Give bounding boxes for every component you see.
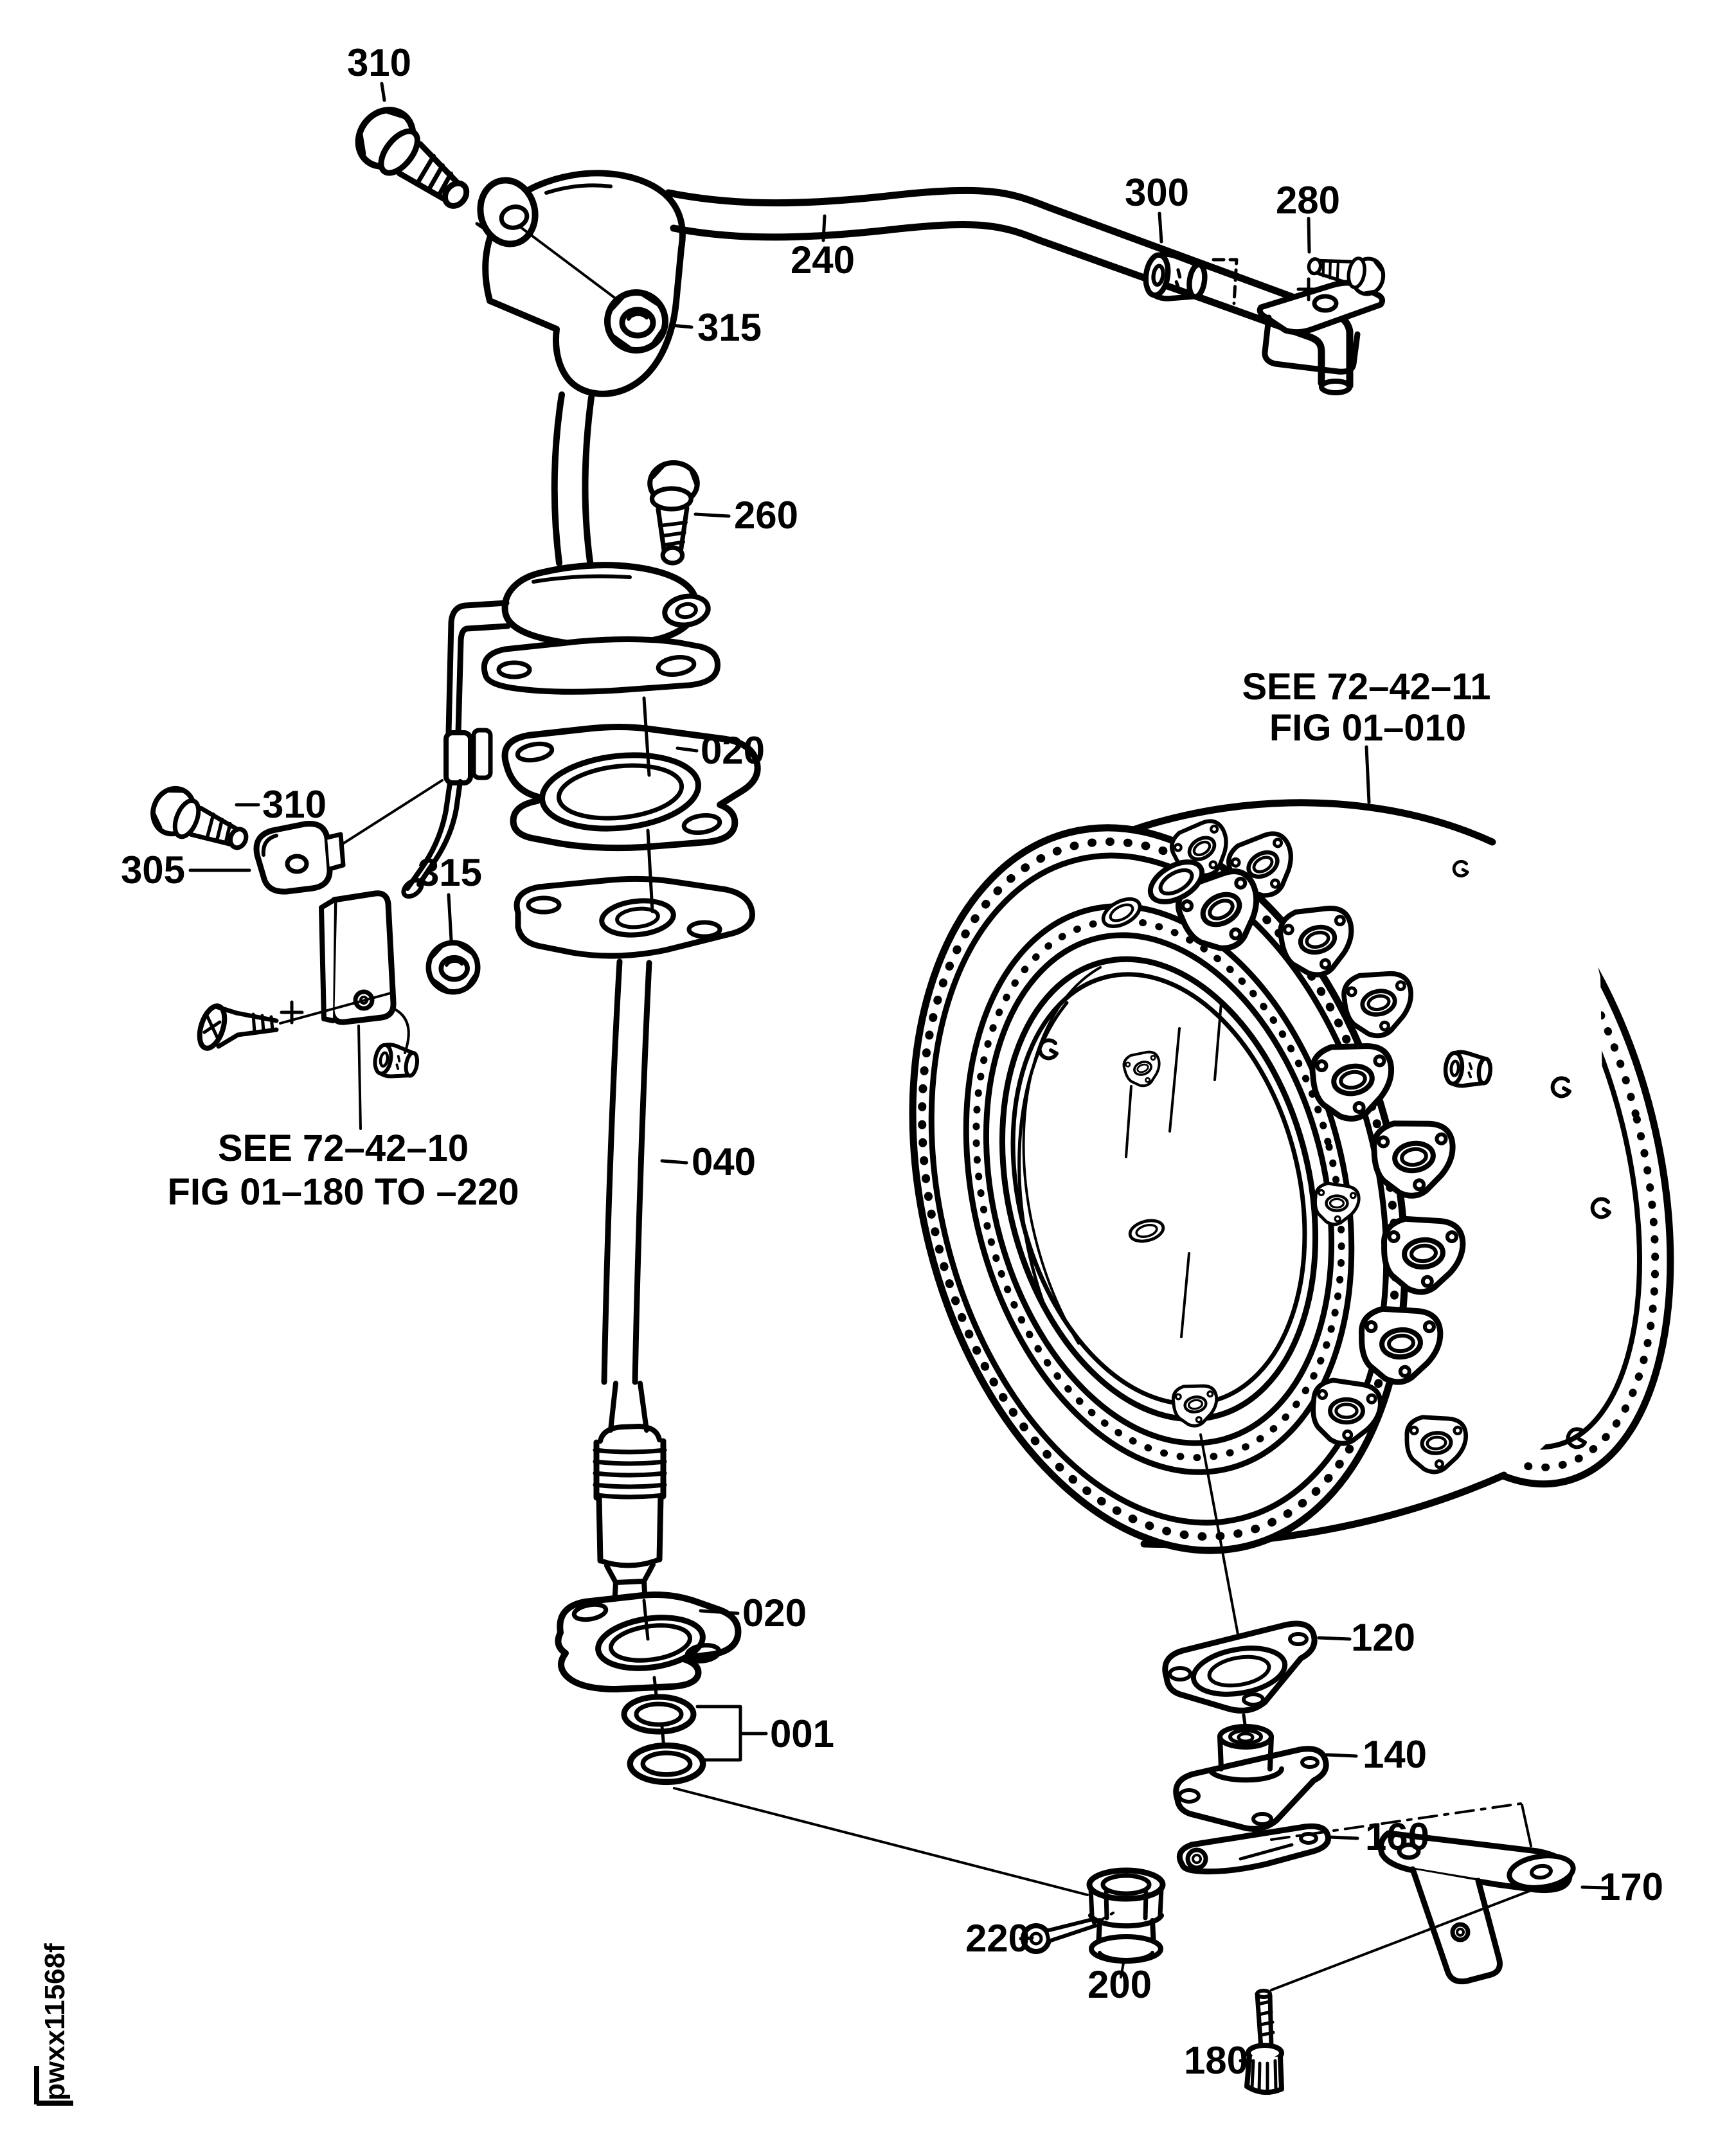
callout-160: 160 xyxy=(1365,1815,1429,1858)
callout-020-upper: 020 xyxy=(701,729,765,772)
drain-port-parts-chain xyxy=(1021,1433,1576,2095)
callout-140: 140 xyxy=(1363,1733,1427,1776)
callout-001: 001 xyxy=(770,1712,834,1755)
see-ref-right-line2: FIG 01–010 xyxy=(1269,707,1466,749)
combustion-case-drum xyxy=(909,799,1674,1554)
callout-315-top: 315 xyxy=(697,306,762,349)
callout-305: 305 xyxy=(121,848,185,892)
callout-040: 040 xyxy=(692,1140,756,1183)
see-ref-right-line1: SEE 72–42–11 xyxy=(1242,666,1490,708)
drain-valve-flange-stack xyxy=(401,562,761,959)
callout-120: 120 xyxy=(1351,1616,1415,1659)
callout-260: 260 xyxy=(734,494,798,537)
callout-180: 180 xyxy=(1184,2039,1248,2082)
corner-mark xyxy=(34,2066,73,2106)
lower-flange-and-washers xyxy=(555,1592,1089,1896)
callout-300: 300 xyxy=(1125,171,1189,214)
callout-310-left: 310 xyxy=(262,783,327,826)
callout-170: 170 xyxy=(1599,1865,1663,1908)
callout-280: 280 xyxy=(1276,179,1340,222)
drain-tube-040 xyxy=(593,958,667,1617)
fuel-pipe-assembly-240 xyxy=(347,99,1386,614)
callout-020-lower: 020 xyxy=(742,1592,807,1635)
callout-200: 200 xyxy=(1087,1963,1152,2006)
see-ref-left-line1: SEE 72–42–10 xyxy=(218,1127,469,1169)
see-ref-left-line2: FIG 01–180 TO –220 xyxy=(167,1171,519,1213)
clamp-hardware-cluster xyxy=(147,779,478,1130)
callout-220: 220 xyxy=(965,1917,1030,1960)
callout-240: 240 xyxy=(791,238,855,282)
callout-315-left: 315 xyxy=(418,851,482,894)
callout-310-top: 310 xyxy=(347,41,411,84)
watermark-code: pwxx11568f xyxy=(39,1943,71,2101)
callout-leader-lines xyxy=(188,82,1609,2063)
